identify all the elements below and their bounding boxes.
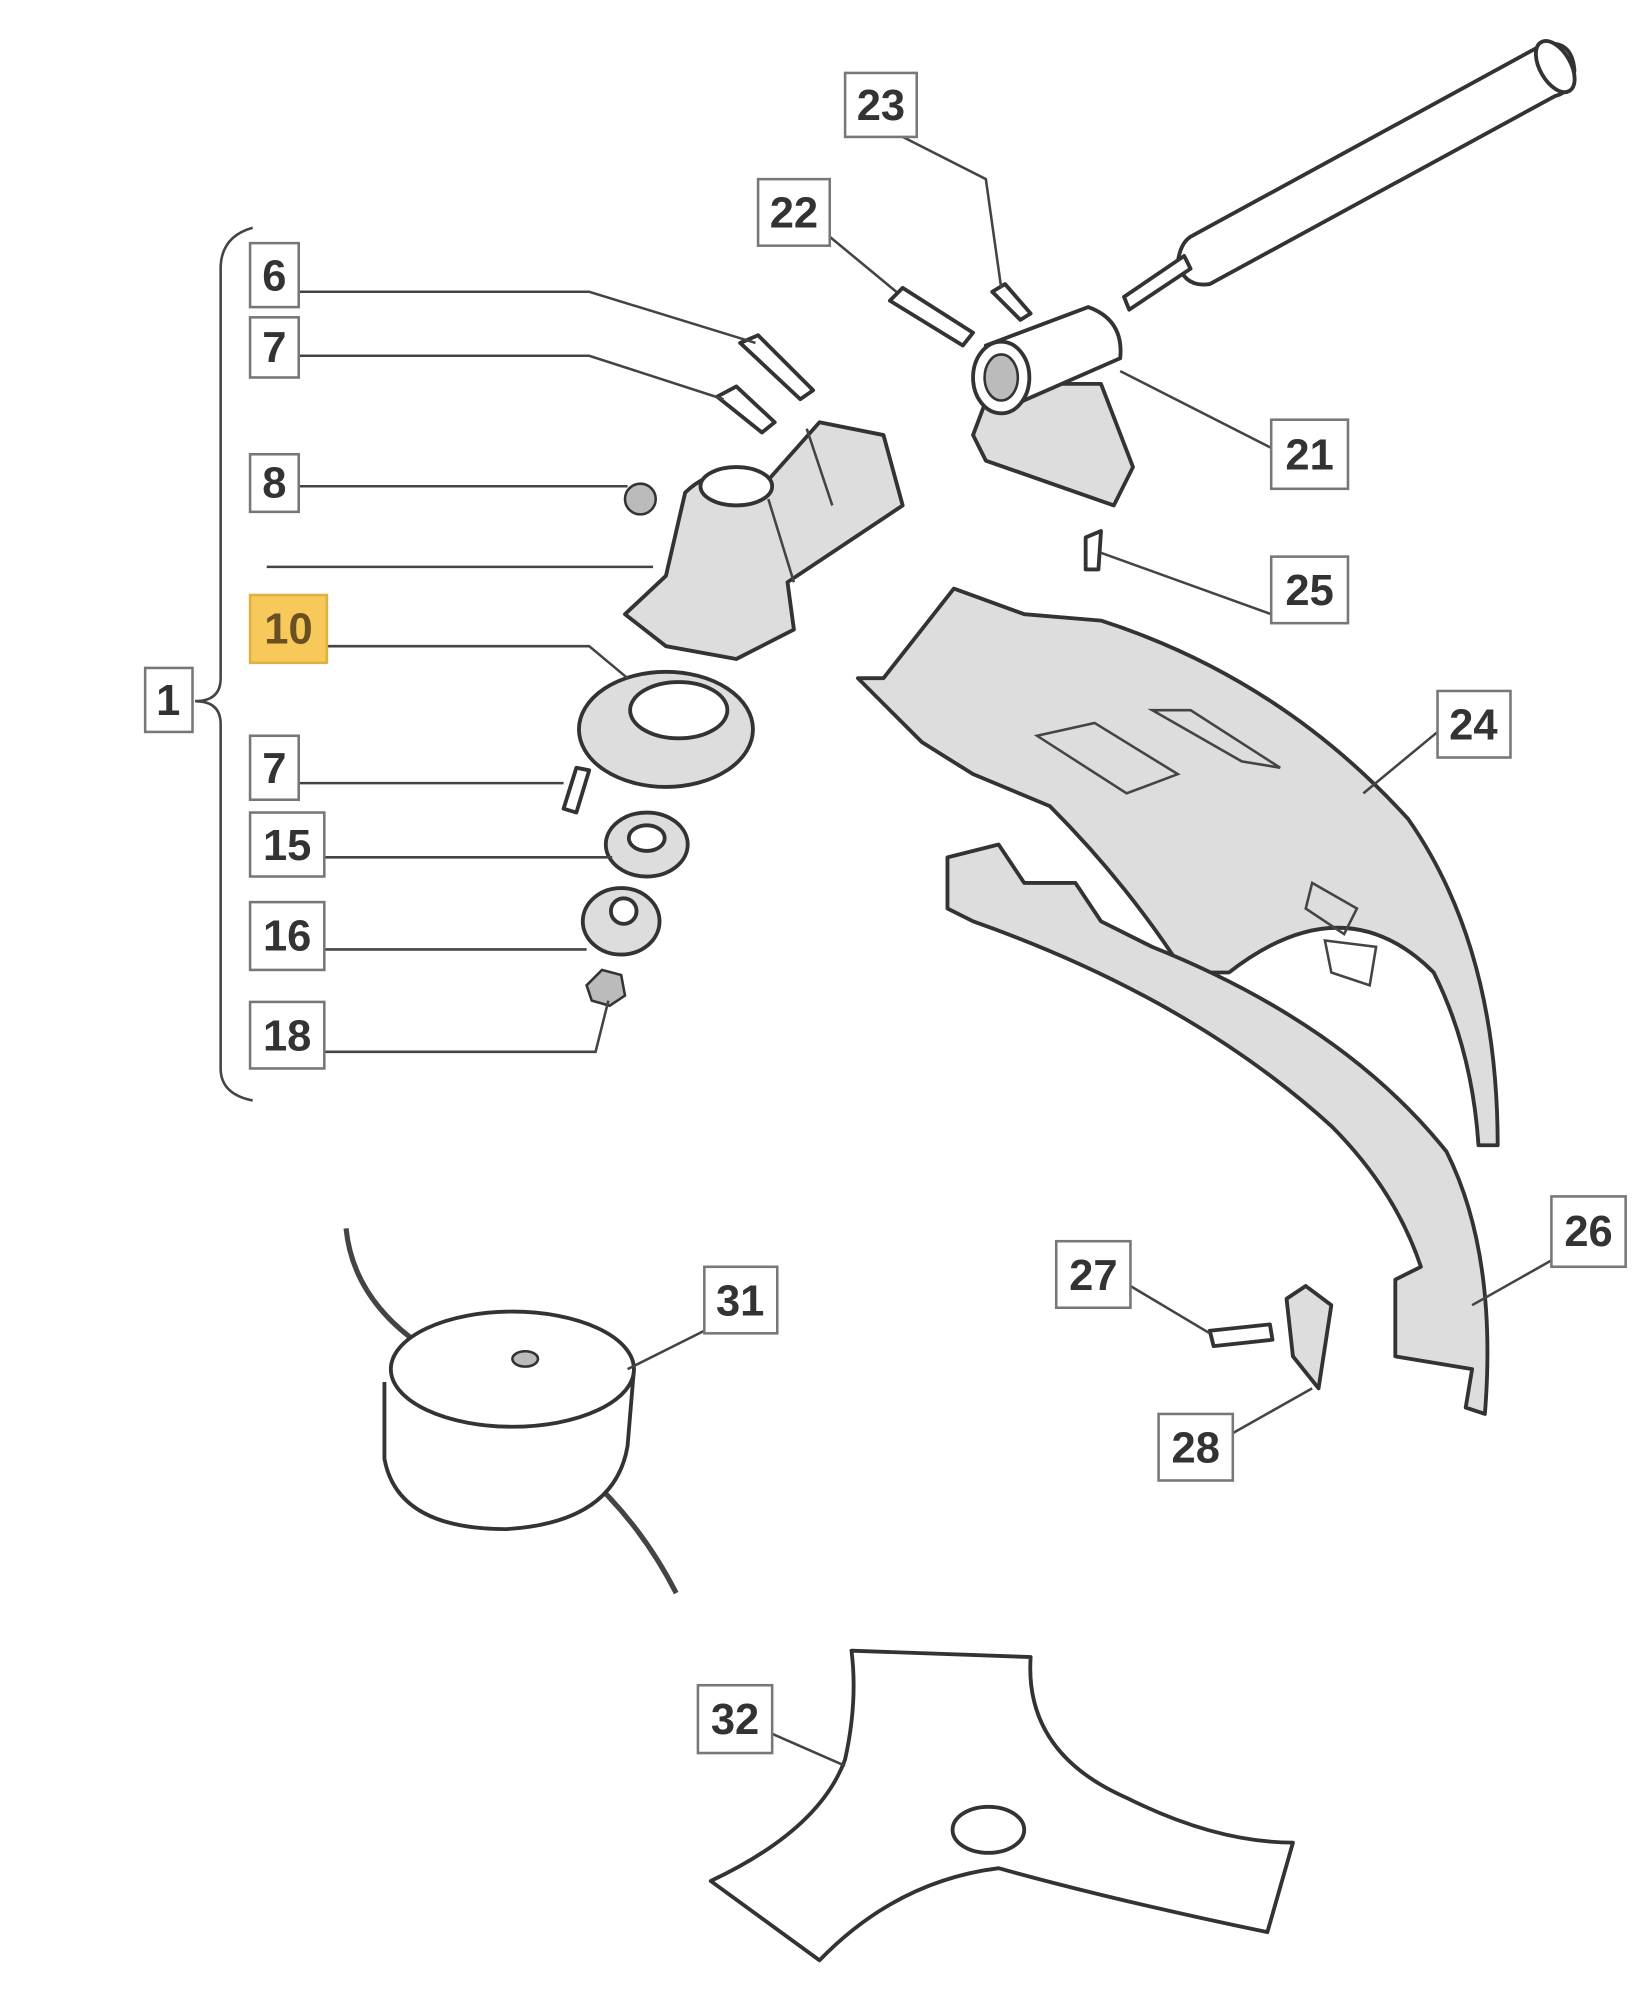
callout-21[interactable]: 21 bbox=[1269, 418, 1350, 491]
callout-24[interactable]: 24 bbox=[1436, 689, 1512, 759]
svg-text:8: 8 bbox=[262, 460, 286, 508]
callout-7[interactable]: 7 bbox=[248, 316, 300, 379]
flange-10 bbox=[577, 669, 755, 789]
screw-25 bbox=[1083, 529, 1103, 572]
callout-31[interactable]: 31 bbox=[703, 1265, 779, 1335]
svg-text:18: 18 bbox=[263, 1012, 311, 1060]
svg-text:15: 15 bbox=[263, 822, 311, 870]
callout-28[interactable]: 28 bbox=[1157, 1412, 1235, 1482]
callout-16[interactable]: 16 bbox=[248, 900, 326, 972]
svg-text:23: 23 bbox=[857, 82, 905, 130]
gear-head bbox=[623, 420, 905, 661]
screw-22 bbox=[887, 285, 975, 348]
washer-15 bbox=[603, 810, 690, 879]
svg-text:32: 32 bbox=[711, 1696, 759, 1744]
screw-7b bbox=[561, 765, 592, 815]
screw-27 bbox=[1207, 1322, 1275, 1349]
svg-text:28: 28 bbox=[1172, 1424, 1220, 1472]
leader-lines bbox=[266, 135, 1553, 1768]
cup-16 bbox=[580, 886, 662, 957]
svg-text:26: 26 bbox=[1564, 1208, 1612, 1256]
svg-text:25: 25 bbox=[1285, 567, 1333, 615]
screw-7 bbox=[715, 384, 777, 435]
callout-18[interactable]: 18 bbox=[248, 1000, 326, 1070]
svg-text:16: 16 bbox=[263, 913, 311, 961]
callout-7b[interactable]: 7 bbox=[248, 734, 300, 802]
guard-24 bbox=[855, 586, 1500, 1416]
callout-26[interactable]: 26 bbox=[1550, 1195, 1627, 1269]
svg-text:27: 27 bbox=[1069, 1252, 1117, 1300]
screw-23 bbox=[990, 282, 1033, 322]
callout-8[interactable]: 8 bbox=[248, 452, 300, 514]
callout-22[interactable]: 22 bbox=[756, 177, 832, 247]
svg-text:24: 24 bbox=[1449, 702, 1497, 750]
svg-text:21: 21 bbox=[1285, 432, 1333, 480]
callout-10-highlighted[interactable]: 10 bbox=[248, 593, 329, 665]
callout-15[interactable]: 15 bbox=[248, 811, 326, 878]
trimmer-head-31 bbox=[343, 1228, 679, 1595]
screw-6 bbox=[738, 333, 816, 402]
svg-text:22: 22 bbox=[770, 190, 818, 238]
callout-6[interactable]: 6 bbox=[248, 241, 300, 309]
handle-clamp bbox=[971, 305, 1135, 508]
svg-text:7: 7 bbox=[262, 324, 286, 372]
callout-23[interactable]: 23 bbox=[843, 71, 919, 139]
callout-25[interactable]: 25 bbox=[1269, 555, 1350, 625]
group-bracket bbox=[195, 226, 253, 1102]
bolt-8 bbox=[623, 482, 657, 516]
callout-32[interactable]: 32 bbox=[696, 1683, 774, 1755]
blade-32 bbox=[708, 1648, 1295, 1963]
callout-1[interactable]: 1 bbox=[143, 666, 194, 734]
blade-28 bbox=[1284, 1284, 1334, 1391]
callout-27[interactable]: 27 bbox=[1054, 1239, 1132, 1310]
svg-text:1: 1 bbox=[156, 677, 180, 725]
shaft-tube bbox=[1122, 39, 1577, 312]
svg-text:6: 6 bbox=[262, 252, 286, 300]
svg-text:10: 10 bbox=[264, 606, 312, 654]
nut-18 bbox=[585, 968, 627, 1008]
svg-text:31: 31 bbox=[716, 1277, 764, 1325]
svg-text:7: 7 bbox=[262, 745, 286, 793]
